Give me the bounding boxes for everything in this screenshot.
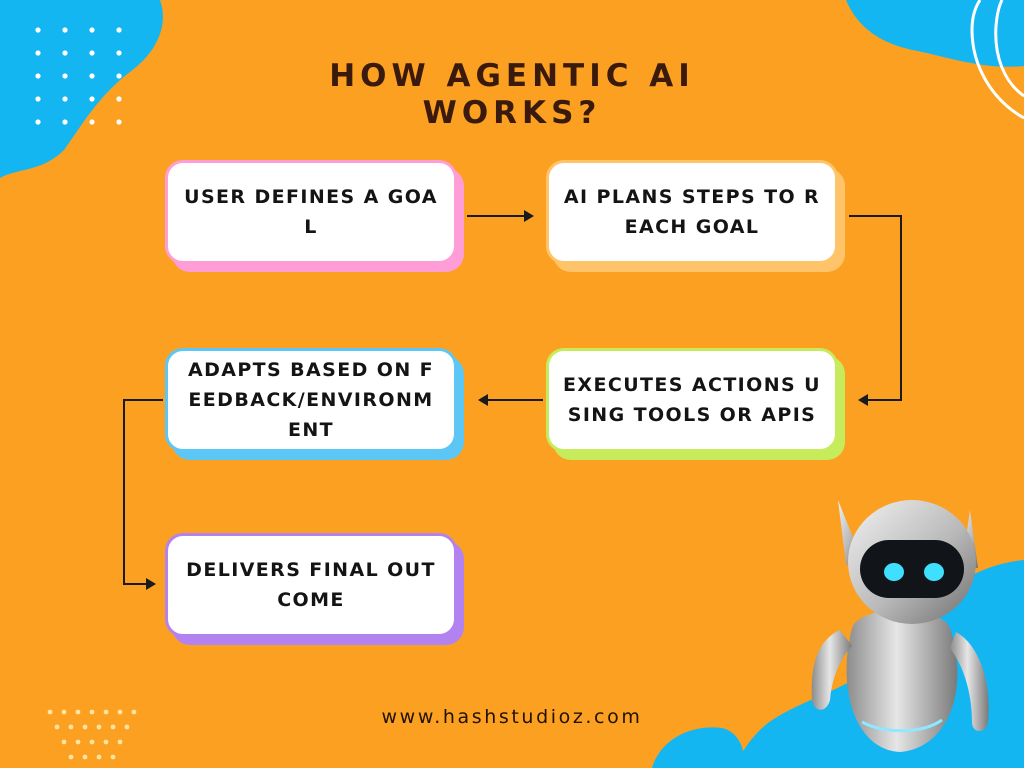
arrowheads: [146, 210, 868, 590]
dot: [68, 724, 74, 730]
page-title: HOW AGENTIC AI WORKS?: [262, 58, 762, 132]
dot: [82, 754, 88, 760]
dot: [116, 96, 122, 102]
dot: [124, 724, 130, 730]
dot: [54, 724, 60, 730]
dot-pattern-top-left: [35, 27, 122, 125]
dot: [89, 27, 95, 33]
dot: [89, 96, 95, 102]
step-label: USER DEFINES A GOAL: [184, 186, 438, 238]
dot: [35, 27, 41, 33]
curved-line-decoration: [970, 0, 1024, 120]
dot: [103, 709, 109, 715]
arrowhead-right: [524, 210, 534, 222]
connectors: [123, 215, 902, 585]
dot: [96, 754, 102, 760]
blob-bottom-center: [652, 727, 745, 768]
dot: [117, 709, 123, 715]
dot: [35, 96, 41, 102]
step-label: EXECUTES ACTIONS USING TOOLS OR APIS: [563, 374, 821, 426]
dot: [116, 119, 122, 125]
dot: [62, 96, 68, 102]
blob-top-right: [846, 0, 1024, 67]
arrow-elbow-icon: [123, 399, 163, 585]
dot: [89, 50, 95, 56]
title-line-1: HOW AGENTIC AI: [329, 58, 695, 94]
dot: [116, 50, 122, 56]
step-adapts-feedback: ADAPTS BASED ON FEEDBACK/ENVIRONMENT: [165, 348, 457, 452]
dot: [47, 709, 53, 715]
dot: [35, 50, 41, 56]
dot: [116, 73, 122, 79]
step-delivers-outcome: DELIVERS FINAL OUTCOME: [165, 533, 457, 637]
arrowhead-left-a: [858, 394, 868, 406]
dot: [89, 73, 95, 79]
blob-top-left: [0, 0, 163, 178]
step-label: ADAPTS BASED ON FEEDBACK/ENVIRONMENT: [187, 359, 435, 441]
dot: [131, 709, 137, 715]
dot: [96, 724, 102, 730]
arrowhead-right-b: [146, 578, 156, 590]
step-label: AI PLANS STEPS TO REACH GOAL: [563, 186, 821, 238]
dot-pattern-bottom-left: [47, 709, 137, 760]
dot: [89, 119, 95, 125]
dot: [68, 754, 74, 760]
dot: [116, 27, 122, 33]
website-url: www.hashstudioz.com: [381, 706, 643, 728]
title-line-2: WORKS?: [422, 95, 602, 131]
dot: [61, 709, 67, 715]
dot: [61, 739, 67, 745]
step-executes-actions: EXECUTES ACTIONS USING TOOLS OR APIS: [546, 348, 838, 452]
dot: [89, 709, 95, 715]
robot-mascot-icon: [811, 500, 989, 752]
dot: [35, 119, 41, 125]
step-user-defines-goal: USER DEFINES A GOAL: [165, 160, 457, 264]
dot: [75, 739, 81, 745]
dot: [75, 709, 81, 715]
step-ai-plans-steps: AI PLANS STEPS TO REACH GOAL: [546, 160, 838, 264]
dot: [62, 27, 68, 33]
dot: [117, 739, 123, 745]
dot: [62, 73, 68, 79]
arrowhead-left-b: [478, 394, 488, 406]
dot: [103, 739, 109, 745]
dot: [82, 724, 88, 730]
dot: [62, 50, 68, 56]
dot: [62, 119, 68, 125]
dot: [110, 754, 116, 760]
dot: [89, 739, 95, 745]
arrow-down-icon: [849, 215, 902, 401]
step-label: DELIVERS FINAL OUTCOME: [186, 559, 436, 611]
dot: [35, 73, 41, 79]
dot: [110, 724, 116, 730]
